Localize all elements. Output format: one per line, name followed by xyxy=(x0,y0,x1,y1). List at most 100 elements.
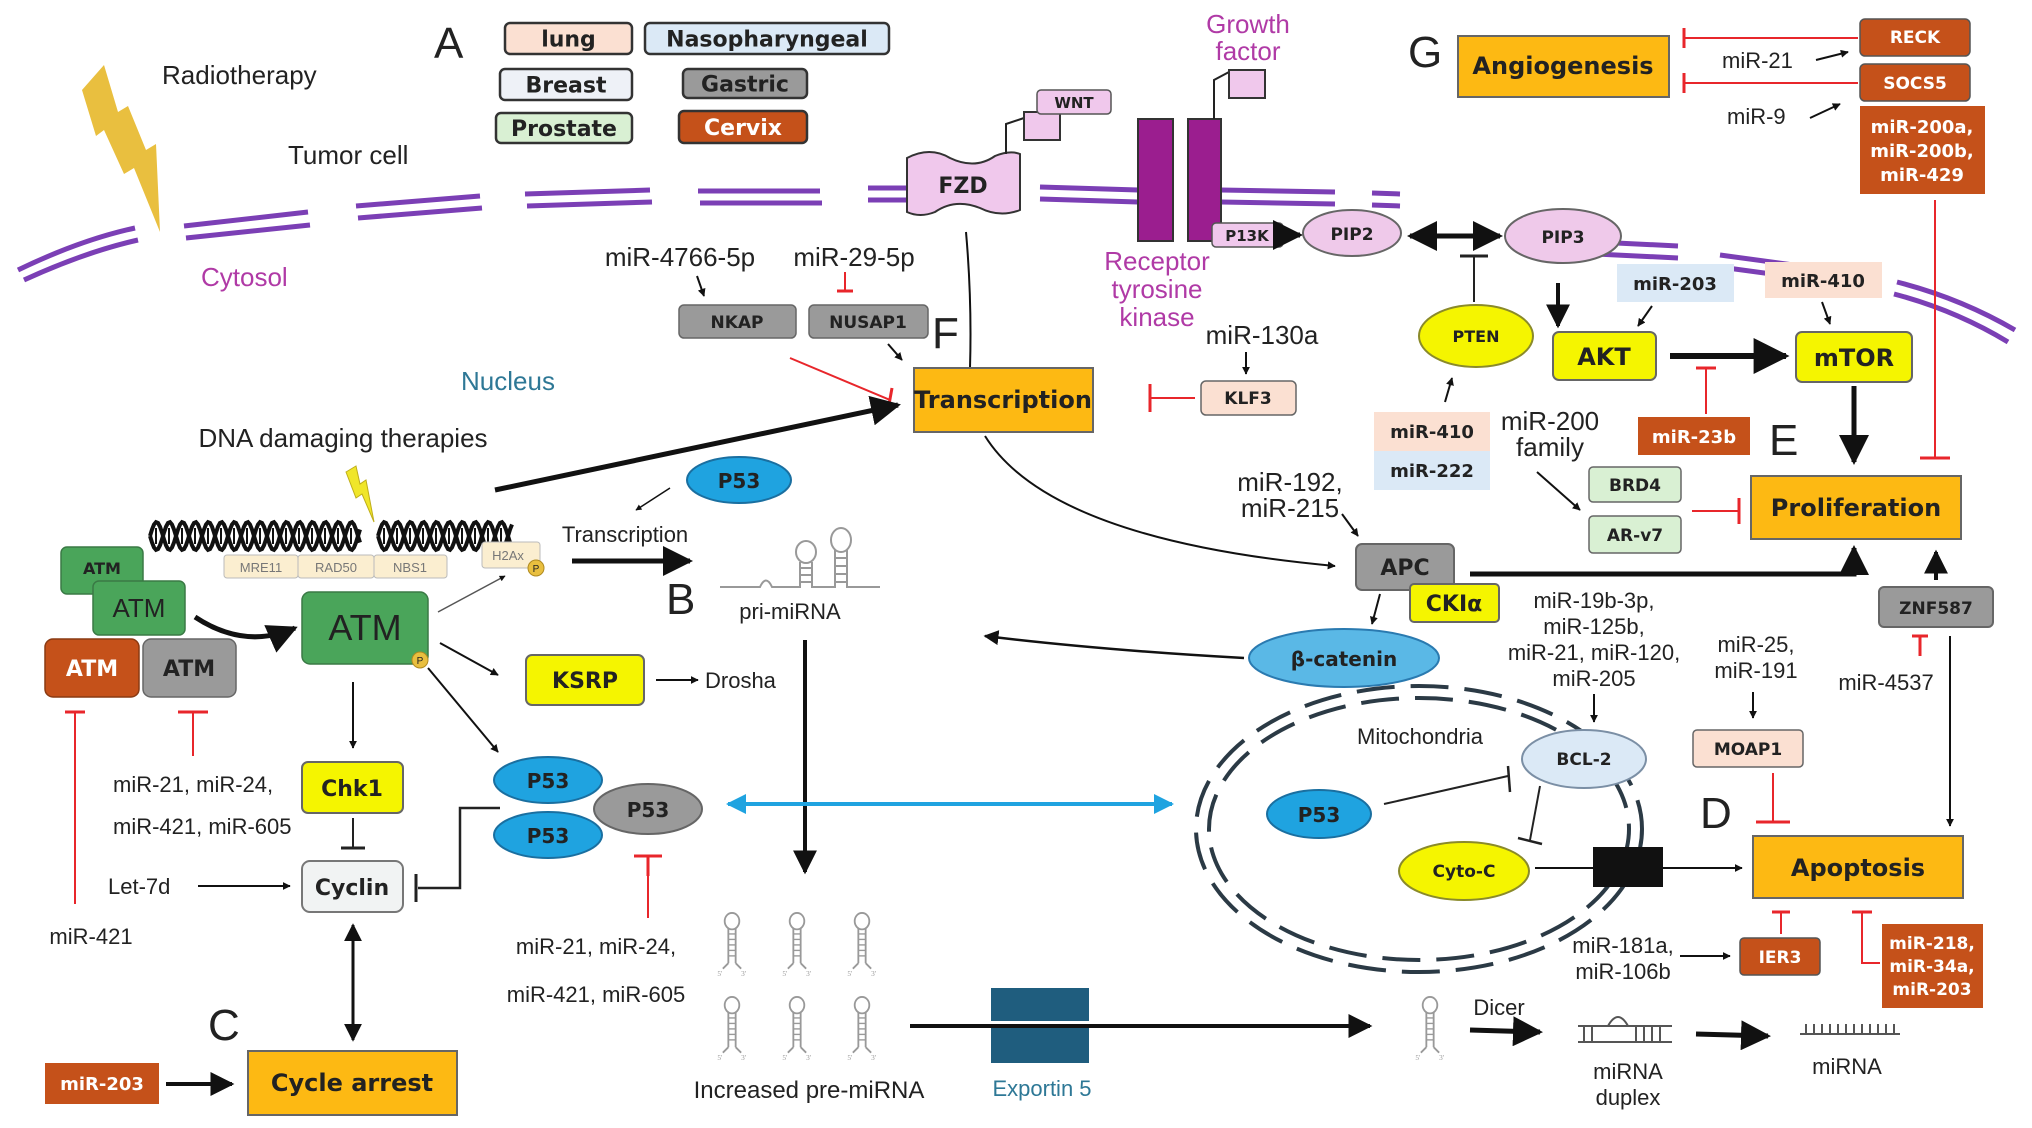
pre-mirna-hairpin-icon xyxy=(716,912,748,976)
increased-pre-mirna-label: Increased pre-miRNA xyxy=(694,1077,925,1104)
p53-inhibit-bcl2-line xyxy=(1383,775,1509,805)
duplex-to-mirna-arrow xyxy=(1695,1020,1771,1051)
ksrp-label: KSRP xyxy=(552,669,618,694)
exportin5-bottom xyxy=(991,1026,1089,1063)
mitochondria-label: Mitochondria xyxy=(1357,724,1484,749)
mir410-pten-box xyxy=(1374,412,1490,451)
mir21-to-reck-arrow xyxy=(1815,49,1849,61)
transcription-to-apc-arrow xyxy=(984,435,1336,570)
mir203-akt-label: miR-203 xyxy=(1633,274,1717,295)
pip3-label: PIP3 xyxy=(1541,228,1584,248)
bcl2-label: BCL-2 xyxy=(1556,750,1611,770)
panel-letter-g: G xyxy=(1408,28,1442,77)
mir4766-label: miR-4766-5p xyxy=(605,242,755,272)
brd4-label: BRD4 xyxy=(1609,476,1661,496)
pip3-node xyxy=(1504,208,1622,264)
p53-mirs-label-2: miR-421, miR-605 xyxy=(507,982,686,1007)
atm-box-gastric xyxy=(142,638,237,698)
cytosol-label: Cytosol xyxy=(201,262,288,292)
atm-box-2 xyxy=(92,580,186,636)
ier3-mirs-label-2: miR-106b xyxy=(1575,959,1670,984)
klf3-label: KLF3 xyxy=(1224,389,1271,409)
rad50-label: RAD50 xyxy=(315,560,357,575)
dicer-label: Dicer xyxy=(1473,995,1524,1020)
rtk-label-1: Receptor xyxy=(1104,246,1210,276)
reck-box xyxy=(1859,18,1971,57)
atm-to-h2ax-arrow xyxy=(437,575,506,613)
exportin5-label: Exportin 5 xyxy=(992,1076,1091,1101)
socs5-box xyxy=(1859,63,1971,102)
panel-letter-b: B xyxy=(666,575,695,624)
mir203-to-akt-arrow xyxy=(1637,305,1653,327)
legend-label-lung: lung xyxy=(541,28,596,53)
p53-label-gastric: P53 xyxy=(627,798,670,822)
pre-mirna-hairpin-icon xyxy=(781,912,813,976)
mir200-family-arrow xyxy=(1536,471,1581,511)
nucleus-label: Nucleus xyxy=(461,366,555,396)
legend-label-prostate: Prostate xyxy=(511,117,617,142)
bcl2-mirs-label-1: miR-19b-3p, xyxy=(1533,588,1654,613)
panel-letter-d: D xyxy=(1700,789,1732,838)
bcl2-inhibit-cytoc-bar xyxy=(1517,836,1543,846)
apc-to-beta-catenin-arrow xyxy=(1369,593,1381,625)
p53-node-1 xyxy=(493,756,603,804)
dna-damage-lightning-icon xyxy=(345,465,375,523)
transcription-label: Transcription xyxy=(562,522,688,547)
cycle-arrest-label: Cycle arrest xyxy=(271,1069,433,1097)
mir130a-label: miR-130a xyxy=(1206,320,1319,350)
atm-active-box xyxy=(301,591,429,665)
mir203-akt-box xyxy=(1617,264,1734,302)
ier3-box xyxy=(1739,937,1821,976)
klf3-box xyxy=(1200,380,1297,416)
atm-label-gastric: ATM xyxy=(163,657,215,682)
moap1-mirs-label-2: miR-191 xyxy=(1714,658,1797,683)
cyclin-label: Cyclin xyxy=(315,876,389,901)
apc-to-proliferation-arrow xyxy=(1470,545,1869,577)
mir222-pten-label: miR-222 xyxy=(1390,461,1474,482)
mir23b-label: miR-23b xyxy=(1652,427,1736,448)
mitochondria-membrane xyxy=(1194,684,1644,974)
p53-mito-label: P53 xyxy=(1298,803,1341,827)
atm-to-ksrp-arrow xyxy=(439,642,499,676)
p53-node-gastric xyxy=(593,783,703,835)
nusap1-label: NUSAP1 xyxy=(829,313,907,333)
p53-top-node xyxy=(686,456,792,504)
pre-mirna-hairpin-icon xyxy=(781,996,813,1060)
ier3-label: IER3 xyxy=(1759,948,1802,968)
beta-catenin-node xyxy=(1248,628,1440,688)
p13k-label: P13K xyxy=(1225,227,1270,245)
p53-inhibit-bcl2-bar xyxy=(1506,765,1512,793)
cytoc-node xyxy=(1398,841,1530,901)
ksrp-box xyxy=(525,654,645,706)
mir200-cluster-label-3: miR-429 xyxy=(1880,165,1964,186)
p53-label-1: P53 xyxy=(527,769,570,793)
legend-label-cervix: Cervix xyxy=(704,116,782,141)
legend-box-cervix xyxy=(677,109,809,145)
mir21-angio-label: miR-21 xyxy=(1722,48,1793,73)
mir9-angio-label: miR-9 xyxy=(1727,104,1786,129)
mir410-mtor-box xyxy=(1765,262,1882,298)
mir218-label-3: miR-203 xyxy=(1892,980,1971,1000)
mir421-label: miR-421 xyxy=(49,924,132,949)
mir203-cycle-box xyxy=(45,1063,159,1104)
atm-label-cervix: ATM xyxy=(66,657,118,682)
mir203-cycle-label: miR-203 xyxy=(60,1074,144,1095)
angiogenesis-label: Angiogenesis xyxy=(1472,52,1653,80)
p53-mito-node xyxy=(1266,789,1372,839)
legend-label-nasopharyngeal: Nasopharyngeal xyxy=(666,28,868,53)
radiotherapy-lightning-icon xyxy=(82,65,160,232)
mir200-family-label-1: miR-200 xyxy=(1501,406,1599,436)
angiogenesis-box xyxy=(1457,35,1670,98)
atm-mirs-label-2: miR-421, miR-605 xyxy=(113,814,292,839)
mtor-box xyxy=(1795,331,1913,383)
atm-mirs-label-1: miR-21, miR-24, xyxy=(113,772,273,797)
atm-label-1: ATM xyxy=(83,559,121,578)
chk1-box xyxy=(301,761,404,814)
mir192-to-apc-arrow xyxy=(1341,513,1359,537)
cyclin-box xyxy=(301,860,404,913)
p53-to-transcription-arrow xyxy=(635,487,671,511)
proliferation-label: Proliferation xyxy=(1771,494,1941,522)
bcl2-inhibit-cytoc-line xyxy=(1529,785,1541,841)
legend-label-gastric: Gastric xyxy=(701,73,789,98)
nkap-box xyxy=(678,304,797,339)
